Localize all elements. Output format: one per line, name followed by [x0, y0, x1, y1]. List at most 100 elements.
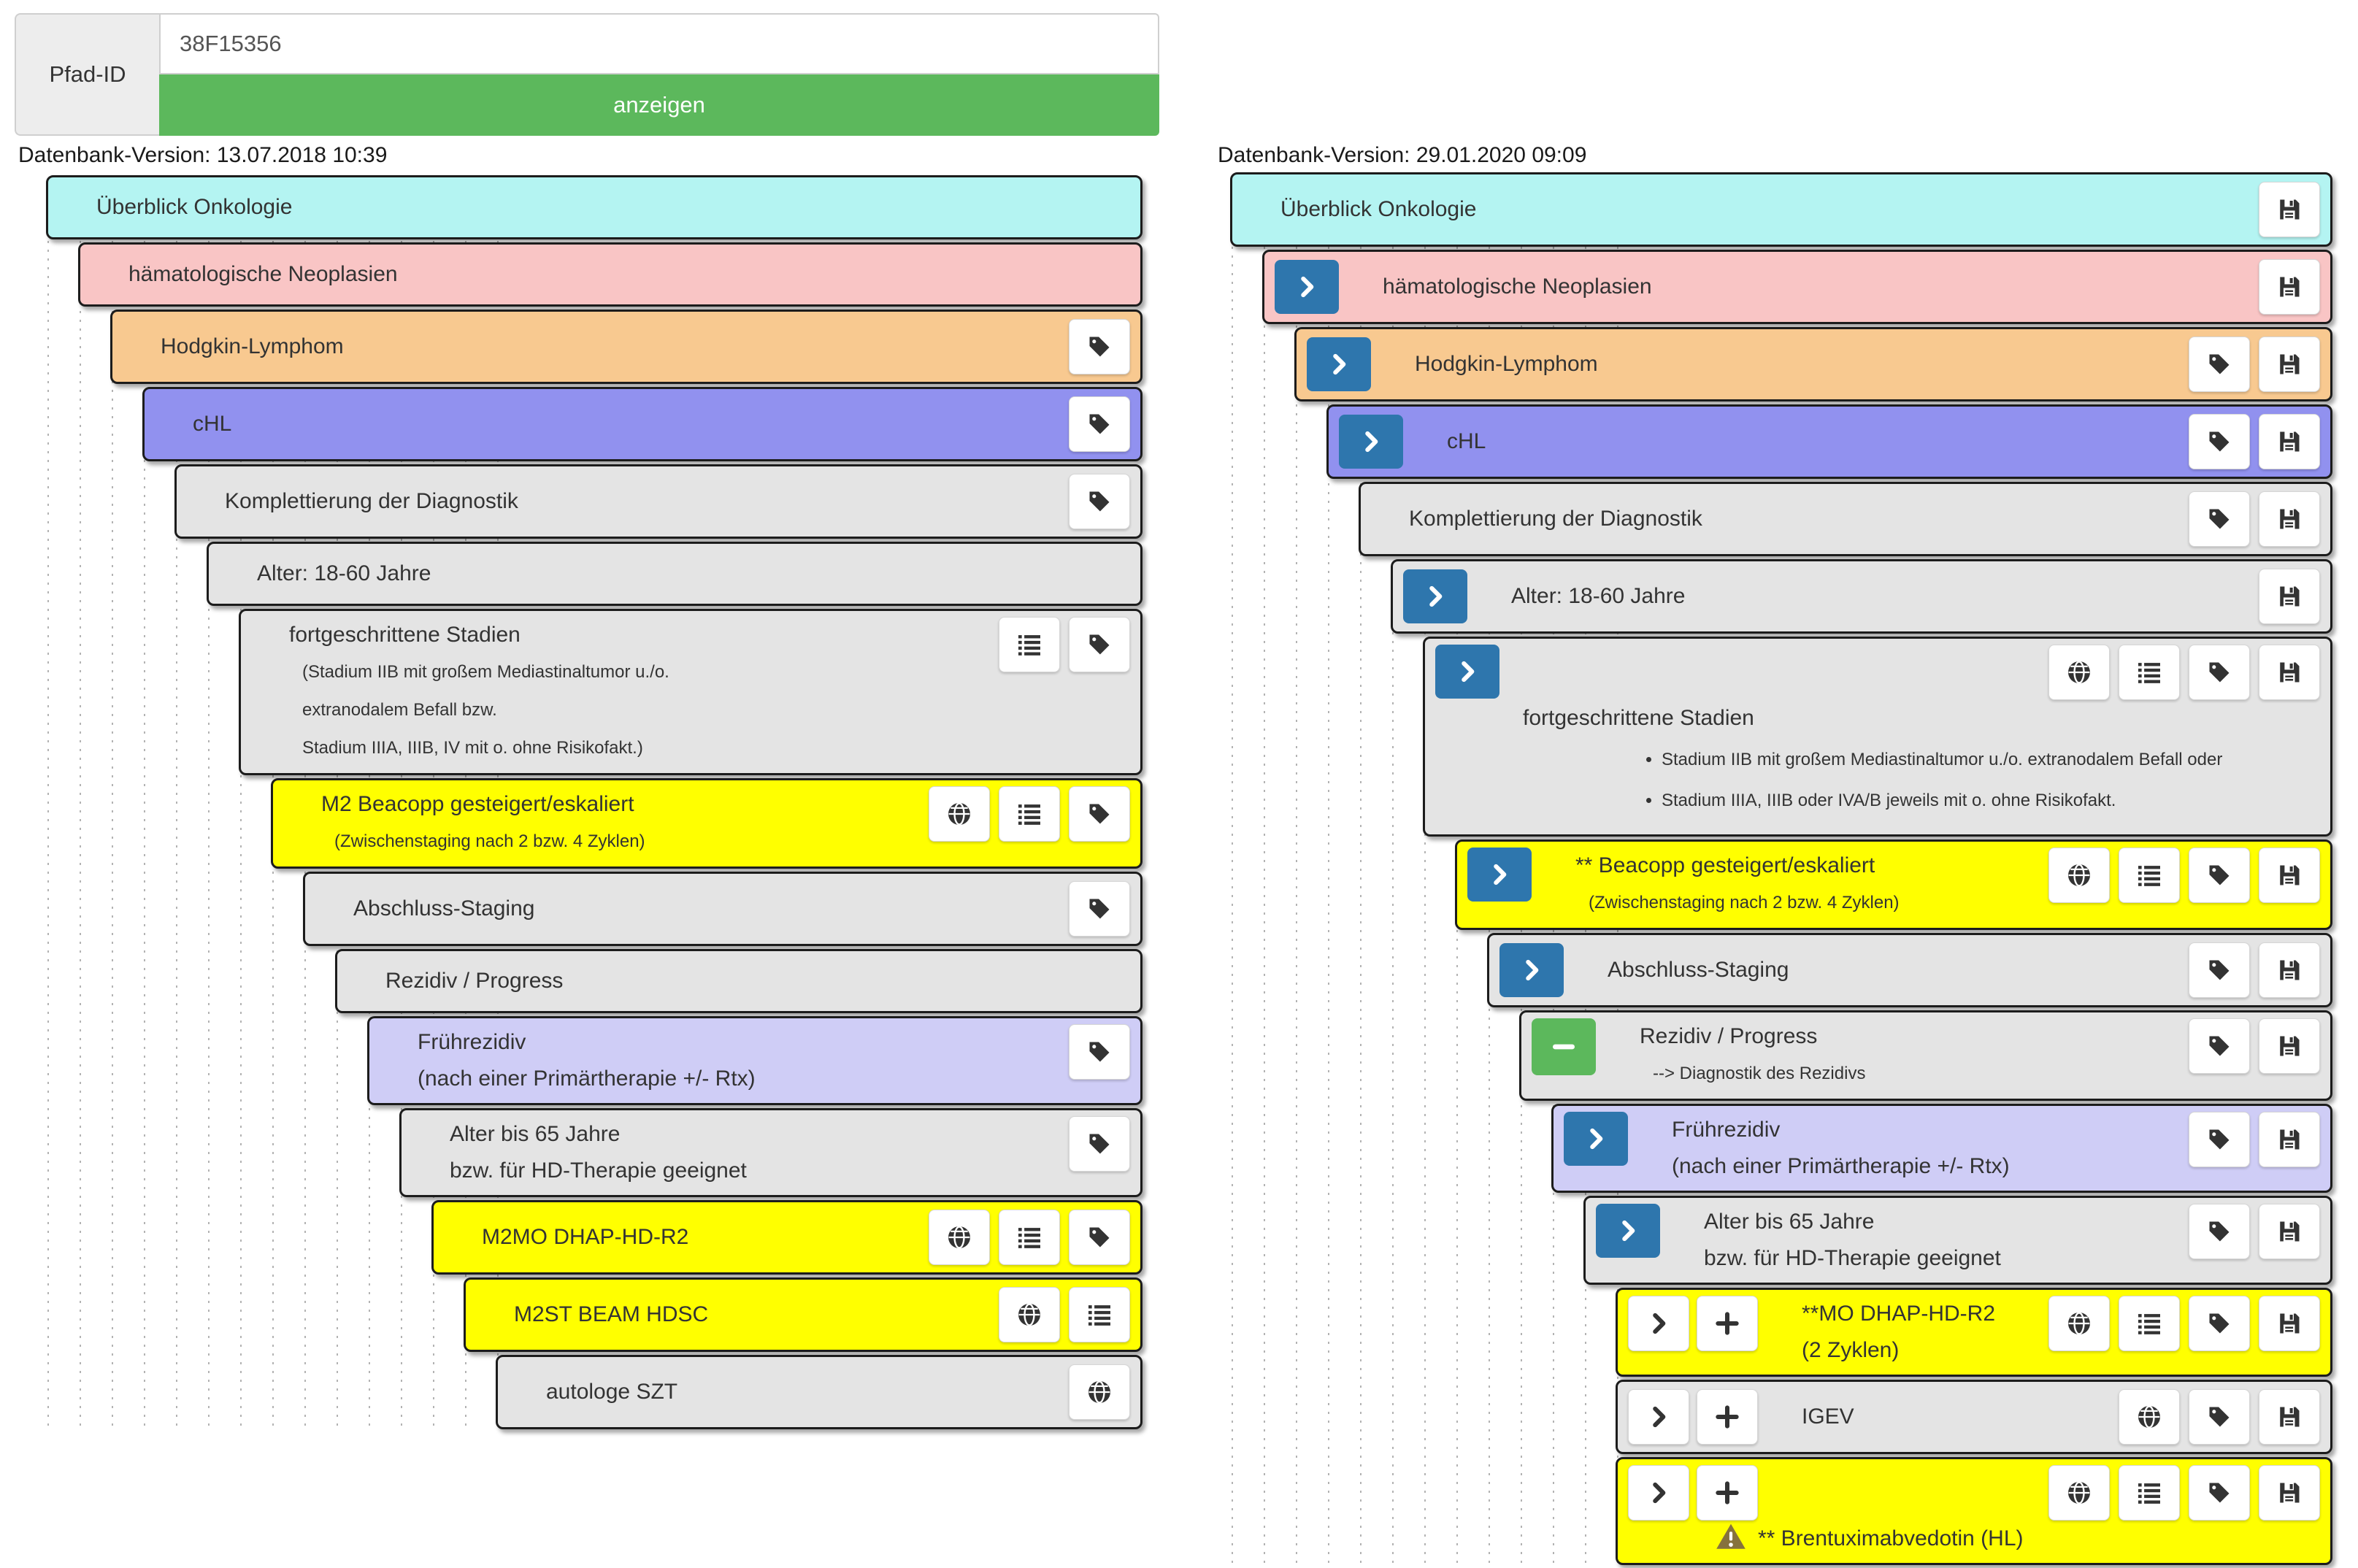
- node-title: Frührezidiv: [1672, 1118, 1781, 1142]
- chevron-icon: [1453, 658, 1481, 685]
- globe-button[interactable]: [929, 1210, 990, 1265]
- globe-button[interactable]: [999, 1287, 1060, 1342]
- tag-button[interactable]: [2189, 1296, 2250, 1351]
- save-button[interactable]: [2259, 259, 2320, 315]
- tree-node: **MO DHAP-HD-R2(2 Zyklen): [1616, 1288, 2332, 1377]
- tag-button[interactable]: [2189, 942, 2250, 998]
- node-title: Überblick Onkologie: [96, 195, 293, 219]
- list-icon: [2136, 1310, 2162, 1337]
- chevron-icon: [1486, 861, 1513, 888]
- tag-button[interactable]: [2189, 337, 2250, 392]
- tag-button[interactable]: [2189, 491, 2250, 547]
- node-title: Alter: 18-60 Jahre: [257, 561, 431, 585]
- node-title: IGEV: [1802, 1404, 1854, 1429]
- tag-button[interactable]: [1069, 617, 1130, 672]
- tag-button[interactable]: [1069, 786, 1130, 842]
- tag-icon: [2206, 1404, 2232, 1430]
- tag-button[interactable]: [1069, 1024, 1130, 1080]
- add-button[interactable]: [1697, 1389, 1758, 1445]
- expand-button[interactable]: [1628, 1465, 1689, 1521]
- expand-button[interactable]: [1596, 1204, 1660, 1258]
- node-title: Abschluss-Staging: [1608, 958, 1789, 982]
- chevron-icon: [1518, 956, 1545, 984]
- expand-button[interactable]: [1564, 1112, 1628, 1166]
- expand-button[interactable]: [1435, 645, 1499, 699]
- tag-icon: [2206, 1310, 2232, 1337]
- tag-icon: [1086, 631, 1113, 658]
- globe-button[interactable]: [2048, 645, 2110, 700]
- save-button[interactable]: [2259, 491, 2320, 547]
- list-button[interactable]: [1069, 1287, 1130, 1342]
- globe-button[interactable]: [2048, 1465, 2110, 1521]
- expand-button[interactable]: [1499, 943, 1564, 997]
- tag-button[interactable]: [1069, 474, 1130, 529]
- tree-node: Frührezidiv(nach einer Primärtherapie +/…: [367, 1016, 1142, 1105]
- globe-icon: [2066, 862, 2092, 888]
- add-button[interactable]: [1697, 1465, 1758, 1521]
- expand-button[interactable]: [1628, 1389, 1689, 1445]
- save-icon: [2276, 196, 2303, 223]
- tag-button[interactable]: [1069, 881, 1130, 937]
- tree-guide-line: [176, 197, 177, 1428]
- expand-button[interactable]: [1307, 337, 1371, 391]
- tag-button[interactable]: [1069, 396, 1130, 452]
- save-button[interactable]: [2259, 337, 2320, 392]
- tag-button[interactable]: [2189, 1204, 2250, 1259]
- save-button[interactable]: [2259, 569, 2320, 624]
- node-title: Abschluss-Staging: [353, 896, 535, 921]
- list-button[interactable]: [2119, 645, 2180, 700]
- tag-button[interactable]: [2189, 1112, 2250, 1167]
- tag-button[interactable]: [2189, 645, 2250, 700]
- tag-icon: [1086, 334, 1113, 360]
- list-button[interactable]: [2119, 848, 2180, 903]
- expand-button[interactable]: [1403, 569, 1467, 623]
- save-button[interactable]: [2259, 848, 2320, 903]
- node-note: (Stadium IIB mit großem Mediastinaltumor…: [302, 662, 669, 682]
- add-button[interactable]: [1697, 1296, 1758, 1351]
- node-title: M2 Beacopp gesteigert/eskaliert: [321, 792, 634, 816]
- list-button[interactable]: [2119, 1465, 2180, 1521]
- node-note: (Zwischenstaging nach 2 bzw. 4 Zyklen): [1589, 893, 1900, 912]
- tag-button[interactable]: [2189, 1465, 2250, 1521]
- globe-button[interactable]: [2048, 1296, 2110, 1351]
- expand-button[interactable]: [1628, 1296, 1689, 1351]
- tag-button[interactable]: [1069, 319, 1130, 374]
- tree-guide-line: [1360, 194, 1362, 1564]
- save-button[interactable]: [2259, 1018, 2320, 1074]
- list-button[interactable]: [2119, 1296, 2180, 1351]
- tag-button[interactable]: [2189, 414, 2250, 469]
- save-button[interactable]: [2259, 1296, 2320, 1351]
- pfad-id-input[interactable]: [159, 13, 1159, 74]
- list-button[interactable]: [999, 617, 1060, 672]
- list-icon: [2136, 1480, 2162, 1506]
- save-button[interactable]: [2259, 1389, 2320, 1445]
- node-title: **MO DHAP-HD-R2: [1802, 1302, 1996, 1326]
- globe-button[interactable]: [2119, 1389, 2180, 1445]
- tag-button[interactable]: [2189, 1389, 2250, 1445]
- list-button[interactable]: [999, 1210, 1060, 1265]
- tag-button[interactable]: [2189, 1018, 2250, 1074]
- tag-button[interactable]: [1069, 1116, 1130, 1172]
- globe-button[interactable]: [2048, 848, 2110, 903]
- expand-button[interactable]: [1467, 848, 1532, 902]
- globe-button[interactable]: [1069, 1364, 1130, 1420]
- save-button[interactable]: [2259, 182, 2320, 237]
- tag-icon: [1086, 1131, 1113, 1157]
- expand-button[interactable]: [1275, 260, 1339, 314]
- tag-icon: [2206, 1126, 2232, 1153]
- save-button[interactable]: [2259, 1204, 2320, 1259]
- expand-button[interactable]: [1339, 415, 1403, 469]
- tag-button[interactable]: [2189, 848, 2250, 903]
- save-button[interactable]: [2259, 942, 2320, 998]
- save-button[interactable]: [2259, 414, 2320, 469]
- globe-button[interactable]: [929, 786, 990, 842]
- node-title: Alter bis 65 Jahre: [450, 1122, 621, 1146]
- list-button[interactable]: [999, 786, 1060, 842]
- save-button[interactable]: [2259, 645, 2320, 700]
- collapse-button[interactable]: [1532, 1018, 1596, 1075]
- tag-button[interactable]: [1069, 1210, 1130, 1265]
- anzeigen-button[interactable]: anzeigen: [159, 74, 1159, 136]
- save-button[interactable]: [2259, 1465, 2320, 1521]
- tree-node: Alter: 18-60 Jahre: [1391, 559, 2332, 634]
- save-button[interactable]: [2259, 1112, 2320, 1167]
